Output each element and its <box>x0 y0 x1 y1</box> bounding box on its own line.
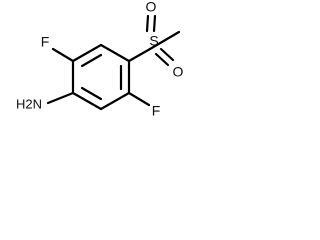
sulfonyl-oxygen-top-bond-1 <box>145 14 150 33</box>
ring-double-bond-inner-3 <box>80 86 103 101</box>
oxygen-atom-top: O <box>146 0 157 15</box>
ring-double-bond-inner-1 <box>80 53 103 68</box>
sulfur-atom: S <box>149 33 158 49</box>
fluorine-atom-bottom: F <box>152 103 161 119</box>
sulfonyl-oxygen-top-bond-2 <box>152 14 157 33</box>
molecule-structure: F O S O H2N F <box>16 0 184 119</box>
methyl-bond <box>148 30 181 51</box>
sulfonyl-oxygen-right-bond-1 <box>154 52 170 67</box>
fluorine-atom-top: F <box>41 34 50 50</box>
ring-bond-1 <box>71 43 103 63</box>
amine-bond <box>46 91 75 105</box>
molecule-canvas: F O S O H2N F <box>0 0 200 136</box>
ring-bond-5 <box>71 91 103 111</box>
fluoro-bond-top <box>51 47 75 63</box>
ring-bond-2 <box>99 43 131 63</box>
amine-label: H2N <box>16 96 42 111</box>
sulfonyl-oxygen-right-bond-2 <box>159 47 175 62</box>
sulfonyl-bond <box>127 47 152 63</box>
fluoro-bond-bottom <box>127 91 151 107</box>
ring-bond-4 <box>99 91 131 111</box>
oxygen-atom-right: O <box>173 64 184 80</box>
